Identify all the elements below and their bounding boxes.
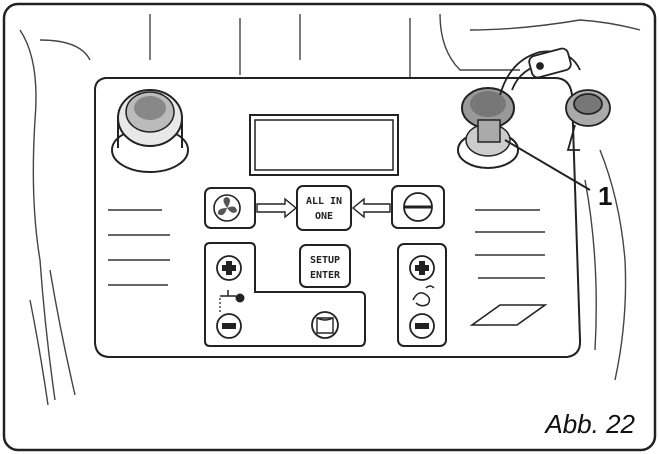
right-adjust-group (397, 243, 447, 347)
water-drop-icon (219, 290, 245, 312)
plus-icon (222, 261, 236, 275)
minus-right-button[interactable] (409, 313, 435, 339)
minus-icon (415, 323, 429, 329)
minus-icon (222, 323, 236, 329)
steam-icon (412, 285, 435, 307)
plus-left-button[interactable] (216, 255, 242, 281)
key-switch-icon[interactable] (457, 87, 519, 169)
dial-knob-icon[interactable] (111, 89, 189, 173)
arrow-left (351, 197, 391, 219)
left-adjust-group (204, 242, 366, 347)
callout-number: 1 (598, 181, 612, 211)
key-icon (499, 47, 611, 151)
plus-right-button[interactable] (409, 255, 435, 281)
plus-icon (415, 261, 429, 275)
setup-enter-label-2: ENTER (310, 270, 341, 281)
card-slot (469, 304, 548, 326)
fan-icon (217, 197, 237, 216)
setup-enter-button[interactable]: SETUP ENTER (299, 244, 351, 288)
circle-line-button[interactable] (391, 185, 445, 229)
setup-enter-label-1: SETUP (310, 255, 340, 266)
all-in-one-button[interactable]: ALL IN ONE (296, 185, 352, 231)
housing-sketch (19, 13, 641, 406)
panel-label-lines-left (108, 209, 170, 286)
all-in-one-label-2: ONE (315, 211, 333, 222)
fan-button[interactable] (204, 187, 256, 229)
minus-left-button[interactable] (216, 313, 242, 339)
figure-caption: Abb. 22 (543, 409, 635, 439)
square-button[interactable] (311, 311, 339, 339)
callout-1: 1 (504, 139, 612, 211)
all-in-one-label-1: ALL IN (306, 196, 342, 207)
arrow-right (256, 197, 298, 219)
square-icon (316, 317, 334, 334)
display-screen (249, 114, 399, 176)
panel-label-lines-right (475, 209, 545, 279)
